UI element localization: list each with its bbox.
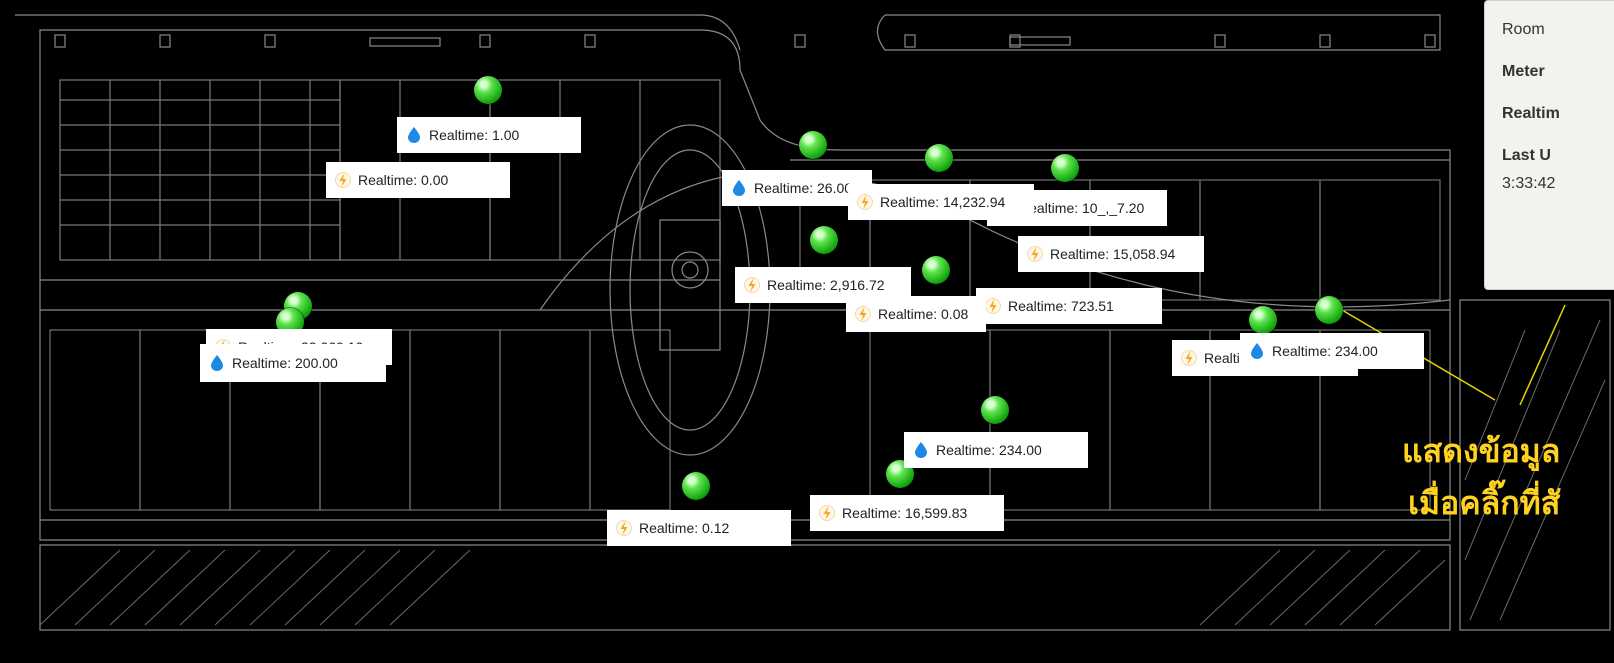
- realtime-value: Realtime: 16,599.83: [842, 505, 968, 521]
- realtime-label[interactable]: Realtime: 234.00: [904, 432, 1088, 468]
- lightning-icon: [743, 276, 761, 294]
- lightning-icon: [615, 519, 633, 537]
- meter-marker[interactable]: [925, 144, 953, 172]
- meter-info-panel: Room Meter Realtim Last U 3:33:42: [1484, 0, 1614, 290]
- meter-marker[interactable]: [1315, 296, 1343, 324]
- meter-marker[interactable]: [799, 131, 827, 159]
- realtime-label[interactable]: Realtime: 723.51: [976, 288, 1162, 324]
- realtime-value: Realtime: 1.00: [429, 127, 520, 143]
- realtime-value: Realtime: 0.00: [358, 172, 449, 188]
- meter-label: Meter: [1502, 63, 1545, 80]
- realtime-value: Realtime: 0.12: [639, 520, 730, 536]
- meter-marker[interactable]: [810, 226, 838, 254]
- last-update-label: Last U: [1502, 147, 1551, 164]
- lightning-icon: [818, 504, 836, 522]
- parking-hatching: [39, 319, 1606, 626]
- realtime-value: Realtime: 2,916.72: [767, 277, 885, 293]
- lightning-icon: [334, 171, 352, 189]
- realtime-value: Realtime: 14,232.94: [880, 194, 1006, 210]
- annotation-line-2: เมื่อคลิ๊กที่สั: [1408, 484, 1561, 522]
- realtime-value: Realtime: 234.00: [1272, 343, 1378, 359]
- realtime-label[interactable]: Realtime: 15,058.94: [1018, 236, 1204, 272]
- realtime-label[interactable]: Realtime: 26.00: [722, 170, 872, 206]
- realtime-label[interactable]: Realtime: 0.12: [607, 510, 791, 546]
- realtime-value: Realtime: 26.00: [754, 180, 853, 196]
- meter-marker[interactable]: [922, 256, 950, 284]
- realtime-label[interactable]: Realtime: 0.08: [846, 296, 986, 332]
- realtime-value: Realtime: 200.00: [232, 355, 338, 371]
- meter-marker[interactable]: [1051, 154, 1079, 182]
- water-drop-icon: [1248, 342, 1266, 360]
- meter-marker[interactable]: [474, 76, 502, 104]
- realtime-label[interactable]: Realtime: 0.00: [326, 162, 510, 198]
- realtime-label[interactable]: Realtime: 16,599.83: [810, 495, 1004, 531]
- meter-marker[interactable]: [981, 396, 1009, 424]
- last-update-value: 3:33:42: [1502, 175, 1556, 192]
- lightning-icon: [854, 305, 872, 323]
- water-drop-icon: [405, 126, 423, 144]
- lightning-icon: [856, 193, 874, 211]
- realtime-value: Realtime: 15,058.94: [1050, 246, 1176, 262]
- water-drop-icon: [912, 441, 930, 459]
- lightning-icon: [1026, 245, 1044, 263]
- water-drop-icon: [208, 354, 226, 372]
- lightning-icon: [1180, 349, 1198, 367]
- realtime-value: Realtime: 234.00: [936, 442, 1042, 458]
- realtime-label[interactable]: Realtime: 200.00: [200, 344, 386, 382]
- floor-plan-lines: [15, 14, 1611, 631]
- realtime-value: Realtime: 0.08: [878, 306, 969, 322]
- meter-marker[interactable]: [682, 472, 710, 500]
- room-label: Room: [1502, 21, 1545, 38]
- lightning-icon: [984, 297, 1002, 315]
- realtime-value: Realtime: 10_,_7.20: [1019, 200, 1145, 216]
- realtime-label[interactable]: Realtime: 14,232.94: [848, 184, 1034, 220]
- meter-marker[interactable]: [1249, 306, 1277, 334]
- realtime-label: Realtim: [1502, 105, 1560, 122]
- annotation-line-1: แสดงข้อมูล: [1402, 432, 1561, 470]
- water-drop-icon: [730, 179, 748, 197]
- realtime-value: Realtime: 723.51: [1008, 298, 1114, 314]
- realtime-label[interactable]: Realtime: 234.00: [1240, 333, 1424, 369]
- realtime-label[interactable]: Realtime: 1.00: [397, 117, 581, 153]
